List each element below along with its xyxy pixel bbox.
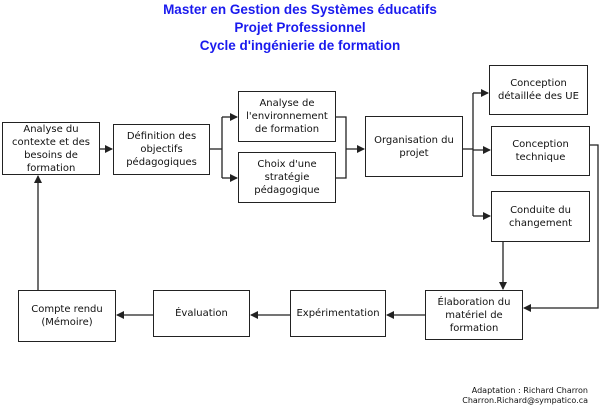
box-analyse-environnement: Analyse de l'environnement de formation <box>238 91 336 142</box>
footer-adaptation: Adaptation : Richard Charron <box>471 386 588 395</box>
box-evaluation: Évaluation <box>153 290 250 337</box>
arrow-technique-to-elaboration <box>523 144 599 312</box>
box-experimentation: Expérimentation <box>290 290 386 337</box>
connector-merge-1 <box>336 116 347 179</box>
box-organisation: Organisation du projet <box>365 116 463 177</box>
title-line-1: Master en Gestion des Systèmes éducatifs <box>163 2 437 17</box>
box-conduite-changement: Conduite du changement <box>491 191 590 242</box>
box-choix-strategie: Choix d'une stratégie pédagogique <box>238 152 336 203</box>
box-definition-objectifs: Définition des objectifs pédagogiques <box>113 124 210 175</box>
box-conception-detaillee: Conception détaillée des UE <box>489 65 588 115</box>
box-elaboration: Élaboration du matériel de formation <box>425 290 523 340</box>
title-line-2: Projet Professionnel <box>234 20 366 35</box>
box-compte-rendu: Compte rendu (Mémoire) <box>18 290 116 342</box>
box-conception-technique: Conception technique <box>491 126 590 176</box>
footer-email: Charron.Richard@sympatico.ca <box>462 396 588 405</box>
title-line-3: Cycle d'ingénierie de formation <box>199 38 401 53</box>
box-analyse-contexte: Analyse du contexte et des besoins de fo… <box>2 122 100 175</box>
